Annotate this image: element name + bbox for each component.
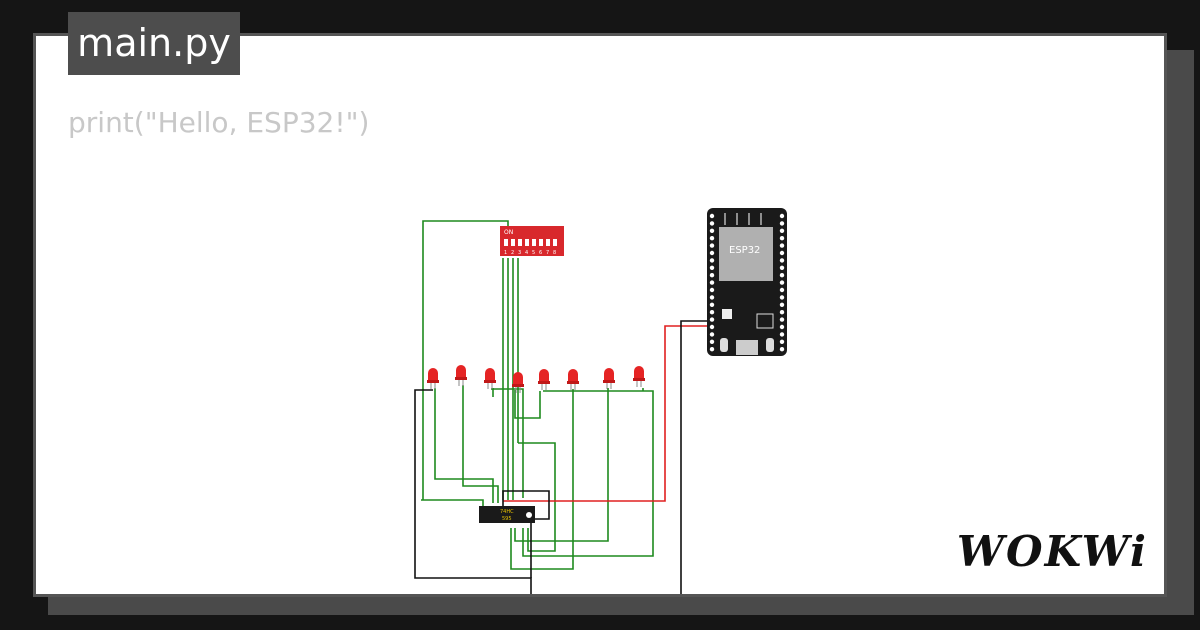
esp32-pin <box>709 317 715 322</box>
led <box>455 365 467 386</box>
esp32-pin <box>709 302 715 307</box>
esp32-pin <box>709 243 715 248</box>
esp32-label: ESP32 <box>729 245 760 256</box>
esp32-pin <box>779 250 785 256</box>
esp32-pin <box>709 228 715 233</box>
dip-key <box>532 239 536 246</box>
esp32-pin <box>709 324 715 330</box>
chip-label-2: 595 <box>502 516 512 522</box>
esp32-pin <box>709 213 715 219</box>
led <box>484 368 496 389</box>
esp32-pin <box>709 287 715 293</box>
esp32-pin <box>709 347 715 352</box>
esp32-pin <box>779 324 785 330</box>
tab-main-py[interactable]: main.py <box>68 12 240 75</box>
esp32-pin <box>779 280 785 285</box>
esp32-pin <box>709 258 715 263</box>
esp32-pin <box>709 295 715 300</box>
dip-key <box>546 239 550 246</box>
esp32-pin <box>709 236 715 241</box>
preview-card: print("Hello, ESP32!") <box>33 33 1167 597</box>
esp32-pin <box>709 332 715 337</box>
dip-key <box>539 239 543 246</box>
dip-number: 3 <box>518 250 521 256</box>
dip-key <box>553 239 557 246</box>
led <box>512 372 524 393</box>
led <box>603 368 615 389</box>
esp32-pin <box>709 310 715 315</box>
led <box>633 366 645 387</box>
dip-number: 7 <box>546 250 549 256</box>
dip-number: 8 <box>553 250 556 256</box>
dip-key <box>504 239 508 246</box>
code-line: print("Hello, ESP32!") <box>68 106 370 139</box>
chip-label-1: 74HC <box>500 509 514 515</box>
black-wires <box>414 320 715 594</box>
esp32-pin <box>709 265 715 270</box>
esp32-pin <box>779 302 785 307</box>
esp32-pin <box>709 250 715 256</box>
led-row <box>427 365 645 393</box>
esp32-pin <box>779 265 785 270</box>
esp32-pin <box>779 243 785 248</box>
dip-key <box>518 239 522 246</box>
dip-number: 5 <box>532 250 535 256</box>
esp32-pin <box>779 332 785 337</box>
esp32-pin <box>709 339 715 344</box>
esp32-board: ESP32 <box>707 208 787 356</box>
dip-number: 4 <box>525 250 528 256</box>
dip-number: 2 <box>511 250 514 256</box>
esp32-pin <box>779 213 785 219</box>
esp32-pin <box>709 280 715 285</box>
esp32-pin <box>709 221 715 226</box>
esp32-pin <box>779 258 785 263</box>
shift-register-chip: 74HC 595 <box>479 506 535 523</box>
esp32-pin <box>779 287 785 293</box>
esp32-pin <box>779 228 785 233</box>
esp32-pin <box>779 295 785 300</box>
led <box>567 369 579 390</box>
green-wires <box>421 220 654 570</box>
esp32-pin <box>709 273 715 278</box>
red-wire <box>503 325 713 502</box>
led <box>538 369 550 390</box>
led <box>427 368 439 389</box>
esp32-pin <box>779 310 785 315</box>
dip-number: 1 <box>504 250 507 256</box>
esp32-pin <box>779 221 785 226</box>
esp32-pin <box>779 317 785 322</box>
dip-key <box>525 239 529 246</box>
esp32-pin <box>779 339 785 344</box>
esp32-pin <box>779 236 785 241</box>
esp32-pin <box>779 273 785 278</box>
dip-on-label: ON <box>504 229 513 236</box>
wokwi-logo: WOKWi <box>956 527 1148 576</box>
esp32-pin <box>779 347 785 352</box>
dip-key <box>511 239 515 246</box>
dip-number: 6 <box>539 250 542 256</box>
